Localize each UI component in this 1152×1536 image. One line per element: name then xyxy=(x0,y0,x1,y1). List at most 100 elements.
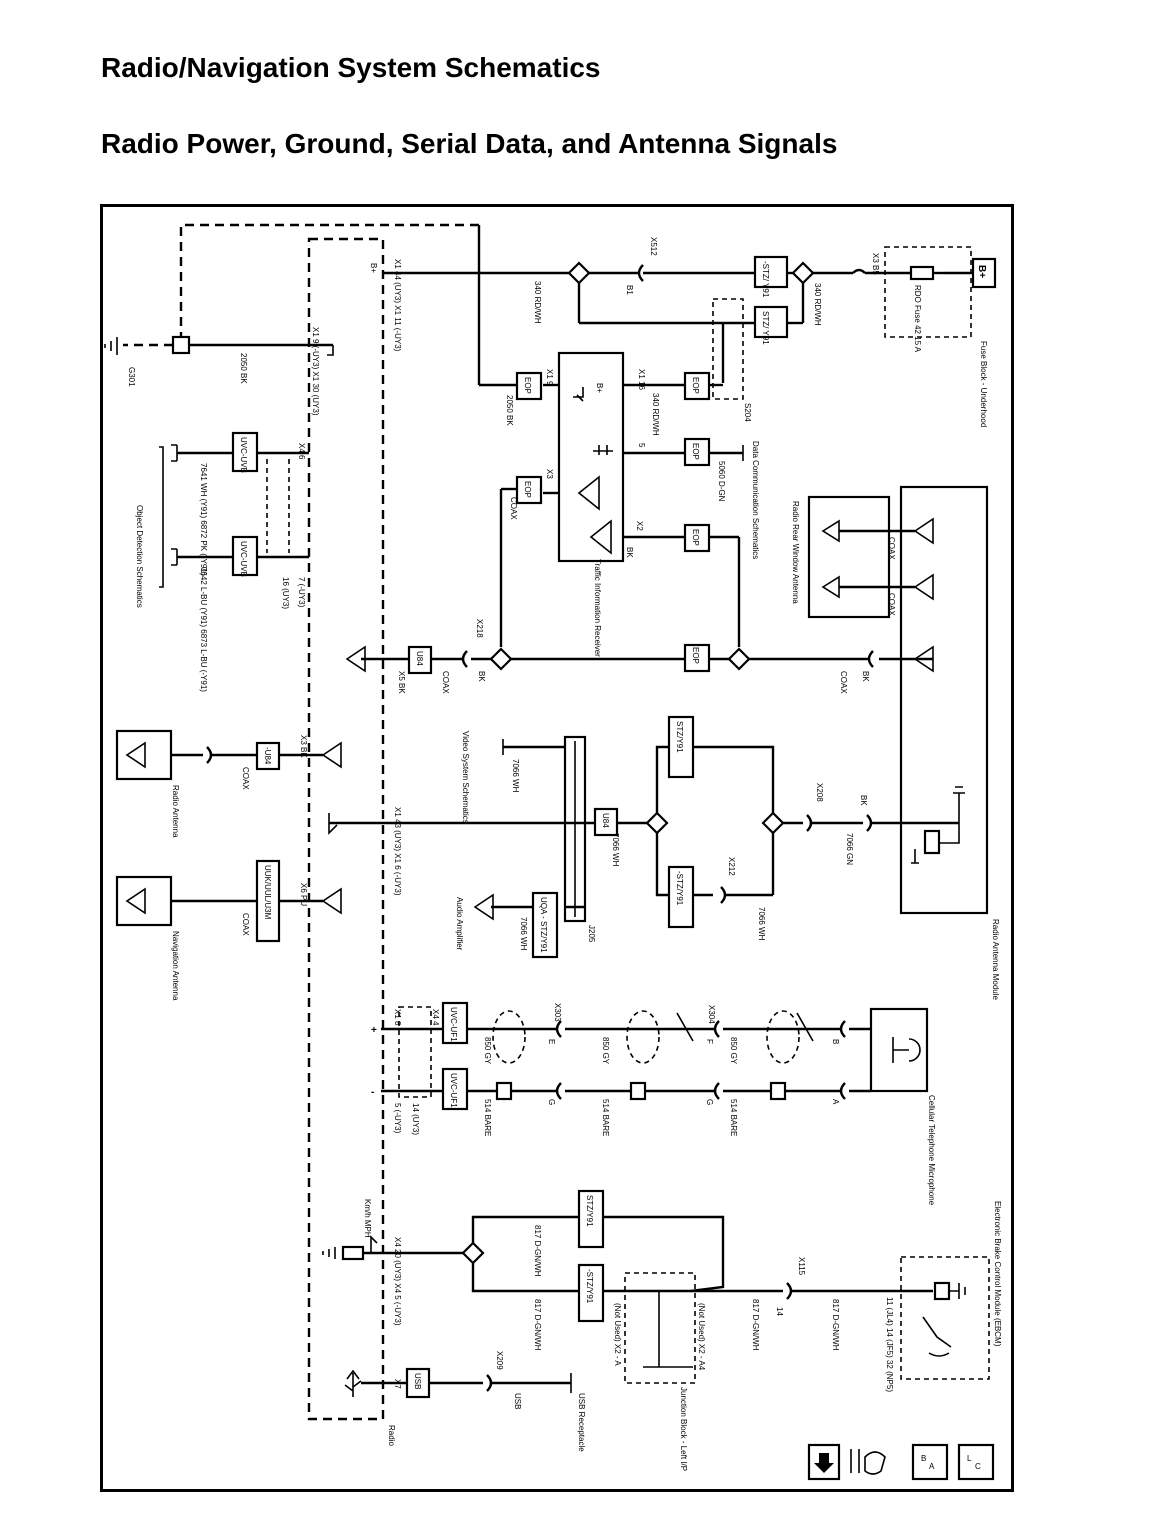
x115-label: X115 xyxy=(797,1257,806,1276)
eop-box-3 xyxy=(683,437,711,467)
x4-7-label: 7 (-UY3) xyxy=(297,577,306,608)
eop-label-5: EOP xyxy=(691,529,700,546)
radio-antenna-label: Radio Antenna xyxy=(171,785,180,838)
stz-box-1 xyxy=(753,255,789,289)
eop-label-1: EOP xyxy=(691,377,700,394)
fuse-block-outline xyxy=(884,246,972,338)
coax-label-1: COAX xyxy=(509,497,518,520)
wire-850-label-2: 850 GY xyxy=(601,1037,610,1065)
wire-817-label-1: 817 D-GN/WH xyxy=(533,1225,542,1277)
x1-43-label: X1 43 (UY3) X1 6 (-UY3) xyxy=(393,807,402,896)
wire-2050-label: 2050 BK xyxy=(239,353,248,384)
ebcm-pins-label: 11 (JL4) 14 (JF5) 32 (NP5) xyxy=(885,1297,894,1392)
not-used-1-label: (Not Used) X2 - A4 xyxy=(697,1303,706,1371)
uvc-box-2 xyxy=(231,535,259,577)
radio-antenna-module-box xyxy=(899,485,989,915)
radio-antenna-module-label: Radio Antenna Module xyxy=(991,919,1000,1001)
splice-diamond-4 xyxy=(489,647,513,671)
fuse-block-label: Fuse Block - Underhood xyxy=(979,341,988,427)
tir-antenna-symbol-2 xyxy=(589,519,612,555)
splice-diamond-2 xyxy=(567,261,591,285)
coax-label-4: COAX xyxy=(839,671,848,694)
ebcm-outline xyxy=(900,1256,990,1380)
x4-4-label: X4 4 xyxy=(431,1009,440,1026)
wire-850-label-3: 850 GY xyxy=(483,1037,492,1065)
radio-antenna-symbol xyxy=(125,741,146,769)
schematic-l-icon xyxy=(957,1443,995,1481)
wire-340-label: 340 RD/WH xyxy=(813,283,822,326)
x115-pin-label: 14 xyxy=(775,1307,784,1316)
splice-diamond-7 xyxy=(461,1241,485,1265)
x1-14-label: 14 (UY3) xyxy=(411,1103,420,1135)
radio-module-outline xyxy=(307,237,385,1421)
wire-7066gn-label: 7066 GN xyxy=(845,833,854,865)
stz-label-2: STZ/ Y91 xyxy=(761,311,770,345)
x218-label: X218 xyxy=(475,619,484,638)
eop-label-3: EOP xyxy=(691,443,700,460)
pin-b-label: B xyxy=(831,1039,840,1044)
x7-label: X7 xyxy=(393,1379,402,1389)
b1-label: B1 xyxy=(625,285,634,295)
splice-s204-outline xyxy=(712,298,744,400)
coax-label-6: COAX xyxy=(241,767,250,790)
x4-6-label: X4 6 xyxy=(297,443,306,460)
stz-label-1: -STZ/ Y91 xyxy=(761,261,770,298)
uvc-uf1-label-b: UVC-UF1 xyxy=(449,1073,458,1108)
tir-x1-9-label: X1 9 xyxy=(545,369,554,386)
x6-pu-label: X6 PU xyxy=(299,883,308,906)
svg-text:L: L xyxy=(967,1454,972,1463)
tir-x1-16-label: X1 16 xyxy=(637,369,646,390)
wire-340b-label: 340 RD/WH xyxy=(533,281,542,324)
tir-bplus-label: B+ xyxy=(595,383,604,393)
svg-text:B: B xyxy=(921,1454,926,1463)
u84-label-3: U84 xyxy=(601,813,610,828)
x5-bk-label: X5 BK xyxy=(397,671,406,694)
ground-splice xyxy=(171,335,191,355)
kmh-label: Km/h MPH xyxy=(363,1199,372,1238)
wire-7642-label: 7642 L-BU (Y91) 6873 L-BU (-Y91) xyxy=(199,567,208,692)
svg-text:C: C xyxy=(975,1462,981,1471)
uvc-uf1-box-b xyxy=(441,1067,469,1111)
s204-label: S204 xyxy=(743,403,752,422)
wrench-cursor-icon xyxy=(850,1449,886,1475)
wire-5060-label: 5060 D-GN xyxy=(717,461,726,502)
navigation-antenna-box xyxy=(115,875,173,927)
tir-x3-label: X3 xyxy=(545,469,554,479)
uvc-label-1: UVC-UVB xyxy=(239,437,248,473)
wire-514-label-3: 514 BARE xyxy=(483,1099,492,1136)
wire-2050b-label: 2050 BK xyxy=(505,395,514,426)
wire-340c-label: 340 RD/WH xyxy=(651,393,660,436)
usb-receptacle-label: USB Receptacle xyxy=(577,1393,586,1452)
coax-label-7: COAX xyxy=(241,913,250,936)
cell-mic-label: Cellular Telephone Microphone xyxy=(927,1095,936,1206)
bk-label-2: BK xyxy=(477,671,486,682)
x4-20-label: X4 20 (UY3) X4 5 (-UY3) xyxy=(393,1237,402,1326)
schematic-diagram: B+ Fuse Block - Underhood RDO Fuse 42 15… xyxy=(104,223,1002,1481)
pin-a-label: A xyxy=(831,1099,840,1105)
g301-label: G301 xyxy=(127,367,136,387)
document-subtitle: Radio Power, Ground, Serial Data, and An… xyxy=(101,128,838,159)
x4-16-label: 16 (UY3) xyxy=(281,577,290,609)
stz-y91-box-a xyxy=(667,715,695,779)
wire-7066-label: 7066 WH xyxy=(511,759,520,793)
stz-y91-label-d: -STZ/Y91 xyxy=(585,1269,594,1304)
schematic-frame: B+ Fuse Block - Underhood RDO Fuse 42 15… xyxy=(100,204,1014,1492)
stz-y91-box-d xyxy=(577,1263,605,1323)
x1-8-label: X1 8 xyxy=(393,1009,402,1026)
eop-label-4: EOP xyxy=(523,481,532,498)
eop-label-2: EOP xyxy=(523,377,532,394)
stz-y91-label-b: -STZ/Y91 xyxy=(675,871,684,906)
svg-text:A: A xyxy=(929,1462,935,1471)
tir-x1-5-label: 5 xyxy=(637,443,646,448)
x212-label: X212 xyxy=(727,857,736,876)
ground-terms-label: X1 9 (-UY3) X1 30 (UY3) xyxy=(311,327,320,416)
uvc-uf1-box-a xyxy=(441,1001,469,1045)
antenna-module-resistor xyxy=(923,829,941,855)
fuse-terminal-label: X3 B5 xyxy=(871,253,880,275)
eop-box-2 xyxy=(515,371,543,401)
wire-817-label-3: 817 D-GN/WH xyxy=(751,1299,760,1351)
traffic-information-receiver-box xyxy=(557,351,625,563)
schematic-b-icon xyxy=(911,1443,949,1481)
wire-514-label-1: 514 BARE xyxy=(729,1099,738,1136)
not-used-2-label: (Not Used) X2 - A xyxy=(613,1303,622,1366)
